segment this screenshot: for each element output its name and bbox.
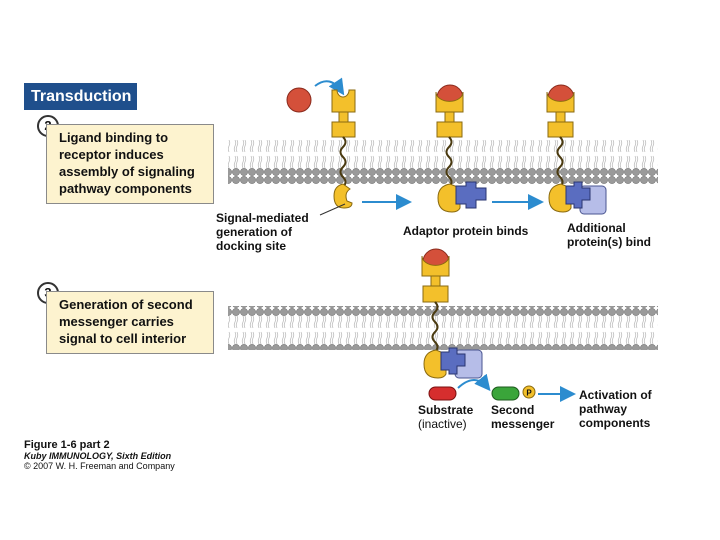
substrate-inactive <box>428 386 457 401</box>
step-2-line: receptor induces <box>59 147 164 162</box>
activation-line: Activation of <box>579 388 652 402</box>
step-3-line: signal to cell interior <box>59 331 187 346</box>
step-2-line: Ligand binding to <box>59 130 169 145</box>
activation-line: pathway <box>579 402 628 416</box>
substrate-line: (inactive) <box>418 417 467 431</box>
docking-site-label: Signal-mediated generation of docking si… <box>216 211 309 253</box>
substrate-line: Substrate <box>418 403 474 417</box>
messenger-line: messenger <box>491 417 555 431</box>
docking-pointer <box>319 203 346 216</box>
second-messenger <box>491 386 520 401</box>
caption-figure: Figure 1-6 part 2 <box>24 439 110 451</box>
additional-protein-label: Additional protein(s) bind <box>567 221 651 249</box>
docking-line: generation of <box>216 225 293 239</box>
caption-copyright: © 2007 W. H. Freeman and Company <box>24 461 175 471</box>
phosphate-label: P <box>526 389 532 398</box>
receptor-adaptor-complex <box>435 84 487 213</box>
adaptor-label: Adaptor protein binds <box>403 224 529 238</box>
phosphate-group <box>522 385 536 399</box>
caption-book: Kuby IMMUNOLOGY, Sixth Edition <box>24 451 172 461</box>
activation-label: Activation of pathway components <box>579 388 652 430</box>
ligand-free <box>286 87 312 113</box>
additional-line: protein(s) bind <box>567 235 651 249</box>
step-3-line: Generation of second <box>59 297 193 312</box>
step-3-description: Generation of second messenger carries s… <box>46 291 214 354</box>
conversion-arrow <box>457 373 491 392</box>
section-title: Transduction <box>24 83 137 110</box>
binding-arrow <box>314 77 345 96</box>
second-messenger-label: Second messenger <box>491 403 554 431</box>
receptor-lower-complex <box>421 248 483 379</box>
receptor-unbound <box>331 89 356 209</box>
figure-caption: Figure 1-6 part 2 Kuby IMMUNOLOGY, Sixth… <box>24 439 175 471</box>
activation-line: components <box>579 416 651 430</box>
step-2-line: pathway components <box>59 181 192 196</box>
receptor-full-complex <box>546 84 607 215</box>
messenger-line: Second <box>491 403 535 417</box>
membrane-bottom <box>228 306 658 350</box>
additional-line: Additional <box>567 221 626 235</box>
docking-line: docking site <box>216 239 287 253</box>
step-2-description: Ligand binding to receptor induces assem… <box>46 124 214 204</box>
substrate-label: Substrate (inactive) <box>418 403 473 431</box>
docking-line: Signal-mediated <box>216 211 309 225</box>
step-2-line: assembly of signaling <box>59 164 195 179</box>
membrane-top <box>228 140 658 184</box>
step-3-line: messenger carries <box>59 314 174 329</box>
